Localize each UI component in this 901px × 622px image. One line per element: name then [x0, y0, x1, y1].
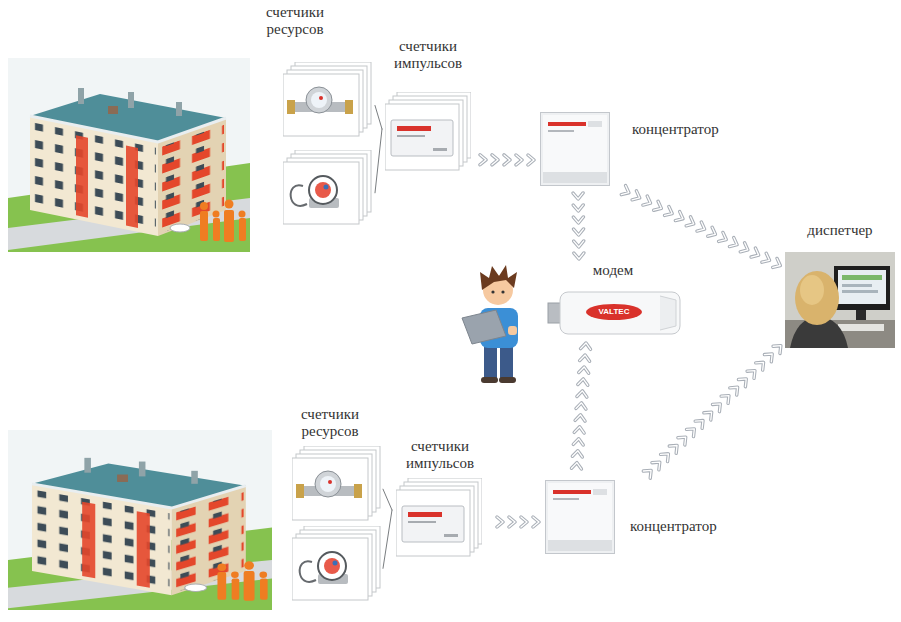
chevron-arrow [571, 343, 590, 469]
usb-modem-icon [586, 304, 642, 320]
dispatcher-photo [838, 324, 884, 331]
chevron-arrow [643, 346, 781, 479]
dispatcher-photo [834, 266, 890, 310]
caption: счетчики импульсов [382, 38, 474, 72]
person-figure [500, 345, 513, 379]
dispatcher-photo [785, 252, 895, 348]
chevron-inner [571, 343, 590, 469]
caption: счетчики ресурсов [250, 4, 340, 38]
brand-logo: VALTEC [586, 308, 642, 316]
usb-modem-icon [660, 296, 676, 330]
wire-line [375, 105, 382, 192]
chevron-outline [621, 186, 780, 268]
pulse-counter-group: счетчики импульсов [392, 438, 492, 558]
chevron-arrow [621, 186, 780, 268]
dispatcher-photo [856, 310, 866, 320]
resource-meter-icon [292, 446, 380, 520]
wire-line [375, 105, 382, 192]
dispatcher: диспетчер [783, 222, 901, 350]
person-figure [480, 265, 517, 290]
caption: модем [543, 262, 683, 279]
resource-meter-group: счетчики ресурсов [288, 406, 383, 604]
brand-logo-holder: VALTEC [586, 308, 642, 316]
chevron-arrow [480, 155, 534, 165]
chevron-inner [643, 346, 781, 479]
pulse-counter-icon [385, 92, 471, 170]
person-figure [491, 290, 494, 293]
wire-line [383, 489, 392, 568]
usb-modem-icon [560, 292, 680, 334]
chevron-arrow [497, 517, 539, 527]
caption: концентратор [630, 518, 717, 535]
person-figure [462, 310, 506, 344]
wire-line [383, 489, 392, 568]
person-figure [481, 377, 498, 383]
caption: счетчики ресурсов [288, 406, 372, 440]
chevron-inner [573, 193, 584, 259]
chevron-arrow [573, 193, 584, 259]
dispatcher-photo [800, 275, 824, 305]
person-figure [484, 345, 497, 379]
dispatcher-photo [842, 284, 872, 287]
dispatcher-photo [842, 290, 878, 293]
caption: счетчики импульсов [392, 438, 488, 472]
concentrator: концентратор [542, 478, 767, 558]
dispatcher-photo [795, 271, 839, 325]
concentrator-icon [541, 113, 610, 186]
person-figure [499, 377, 516, 383]
resource-meter-icon [283, 62, 380, 600]
usb-modem-icon [548, 292, 680, 334]
chevron-outline [497, 517, 539, 527]
concentrator: концентратор [537, 108, 742, 188]
chevron-inner [621, 186, 780, 268]
resource-meter-icon [283, 150, 371, 224]
chevron-inner [497, 517, 539, 527]
chevron-outline [643, 346, 781, 479]
concentrator-icon [546, 481, 615, 554]
pulse-counter-group: счетчики импульсов [382, 38, 478, 178]
resource-meter-icon [283, 62, 371, 136]
dispatcher-photo [842, 275, 882, 280]
pulse-counter-icon [396, 478, 482, 556]
person-figure [462, 265, 518, 383]
caption: диспетчер [783, 222, 897, 239]
person-figure [508, 326, 517, 335]
chevron-inner [480, 155, 534, 165]
dispatcher-photo [838, 270, 886, 304]
caption: концентратор [632, 121, 719, 138]
chevron-outline [571, 343, 590, 469]
resource-meter-group: счетчики ресурсов [250, 4, 375, 240]
chevron-outline [480, 155, 534, 165]
resource-meter-icon [292, 526, 380, 600]
building [8, 430, 272, 610]
person-figure [501, 290, 504, 293]
building [8, 58, 250, 252]
chevron-outline [573, 193, 584, 259]
building [8, 58, 272, 610]
dispatcher-photo [785, 252, 895, 348]
usb-modem: модем [543, 262, 687, 340]
